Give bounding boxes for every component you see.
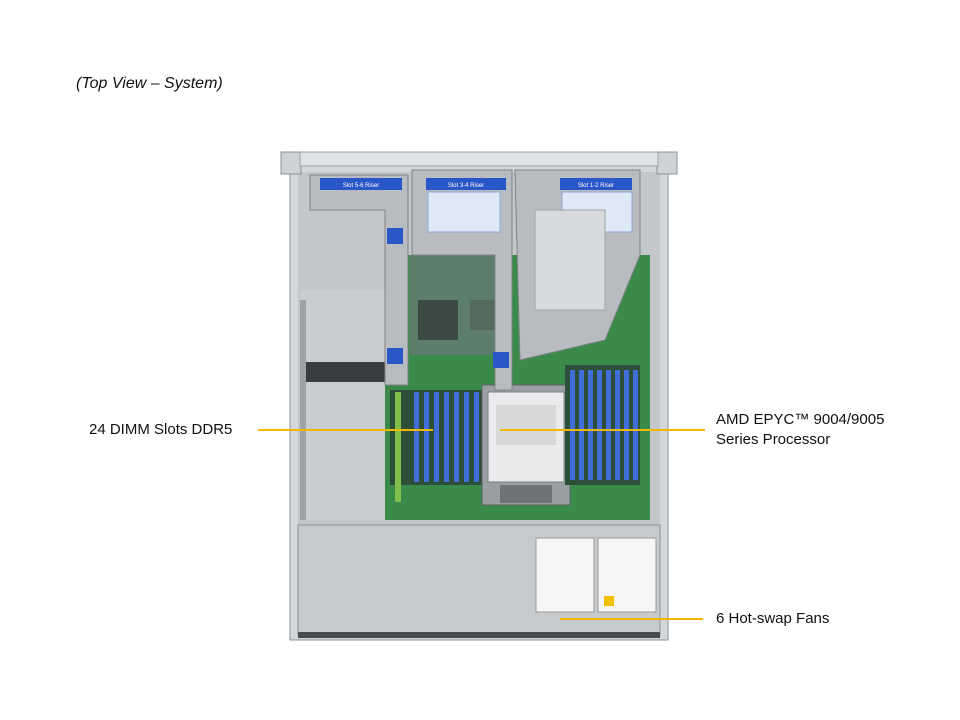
fan-cover xyxy=(297,524,661,638)
riser-middle-label: Slot 3-4 Riser xyxy=(448,183,484,189)
dimm-bank-left xyxy=(390,390,490,502)
caption: (Top View – System) xyxy=(76,75,223,92)
riser-right: Slot 1-2 Riser xyxy=(514,169,641,361)
riser-left-label: Slot 5-6 Riser xyxy=(343,183,379,189)
riser-left: Slot 5-6 Riser xyxy=(309,174,409,386)
leader-fans xyxy=(560,618,703,620)
cpu-callout-line2: Series Processor xyxy=(716,431,831,448)
riser-middle: Slot 3-4 Riser xyxy=(411,169,513,391)
cpu-callout-label: AMD EPYC™ 9004/9005 Series Processor xyxy=(716,410,884,450)
dimm-bank-right xyxy=(565,365,640,485)
fans-callout-label: 6 Hot-swap Fans xyxy=(716,610,830,627)
riser-right-label: Slot 1-2 Riser xyxy=(578,183,614,189)
cpu-heatsink xyxy=(481,384,571,506)
dimm-callout-label: 24 DIMM Slots DDR5 xyxy=(89,421,233,438)
cpu-callout-line1: AMD EPYC™ 9004/9005 xyxy=(716,411,885,428)
leader-cpu xyxy=(500,429,705,431)
leader-dimm xyxy=(258,429,433,431)
